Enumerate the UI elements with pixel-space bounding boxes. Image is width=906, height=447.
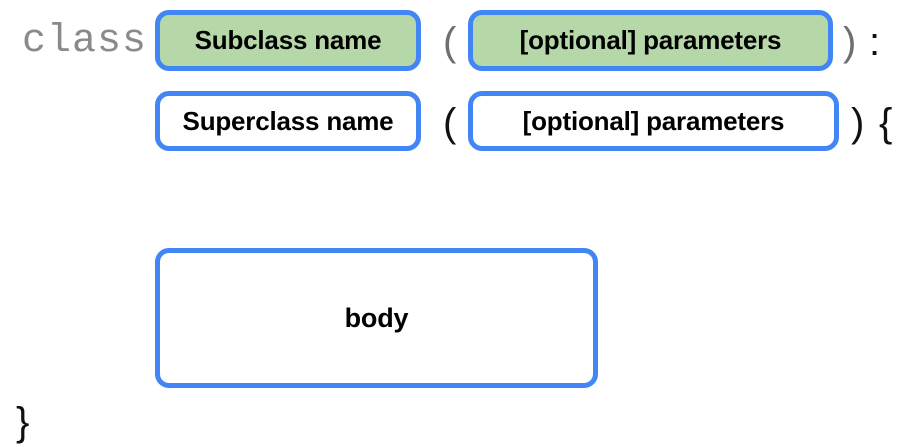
superclass-name-slot[interactable]: Superclass name [155, 91, 421, 151]
open-brace: { [879, 101, 893, 145]
body-slot[interactable]: body [155, 248, 598, 388]
close-paren-line-2: ) [851, 101, 865, 145]
close-brace: } [16, 400, 30, 444]
subclass-name-slot[interactable]: Subclass name [155, 10, 421, 71]
superclass-name-label: Superclass name [182, 105, 394, 136]
colon-terminator: : [869, 20, 881, 64]
superclass-parameters-label: [optional] parameters [522, 105, 785, 136]
subclass-parameters-label: [optional] parameters [519, 25, 782, 55]
open-paren-line-2: ( [443, 101, 457, 145]
subclass-name-label: Subclass name [194, 25, 382, 55]
superclass-parameters-slot[interactable]: [optional] parameters [468, 91, 839, 151]
subclass-parameters-slot[interactable]: [optional] parameters [468, 10, 833, 71]
body-label: body [344, 302, 409, 333]
close-paren-line-1: ) [843, 20, 857, 64]
open-paren-line-1: ( [443, 20, 457, 64]
class-keyword: class [22, 19, 148, 64]
